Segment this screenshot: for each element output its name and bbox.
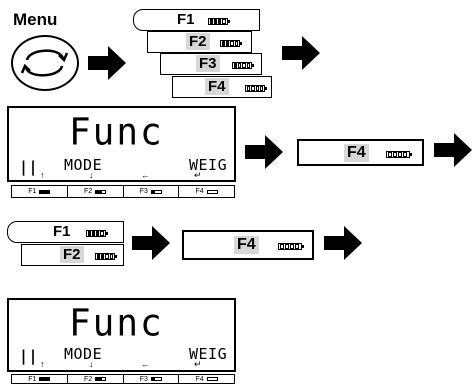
display-func-text: Func bbox=[69, 110, 164, 155]
fkey-f3[interactable]: F3 bbox=[122, 186, 179, 197]
up-arrow-icon: ↑ bbox=[40, 170, 45, 180]
function-key-strip: F1 F2 F3 F4 bbox=[11, 185, 235, 198]
down-arrow-icon: ↓ bbox=[89, 359, 94, 369]
key-f4-label: F4 bbox=[344, 144, 369, 162]
display-mode-text: MODE bbox=[64, 345, 103, 363]
left-arrow-icon: ← bbox=[141, 359, 150, 369]
battery-icon bbox=[39, 377, 51, 381]
battery-icon bbox=[208, 18, 230, 25]
fkey-f1[interactable]: F1 bbox=[12, 186, 67, 197]
up-arrow-icon: ↑ bbox=[40, 359, 45, 369]
enter-arrow-icon: ↵ bbox=[194, 359, 202, 369]
battery-icon bbox=[232, 62, 254, 69]
battery-icon bbox=[150, 377, 162, 381]
key-f1-label: F1 bbox=[177, 11, 195, 28]
key-f2[interactable]: F2 bbox=[147, 31, 252, 53]
enter-arrow-icon: ↵ bbox=[194, 170, 202, 180]
arrow-right-icon bbox=[434, 133, 472, 167]
key-f3-label: F3 bbox=[196, 55, 220, 72]
battery-icon bbox=[206, 377, 218, 381]
key-f2[interactable]: F2 bbox=[21, 244, 124, 266]
key-f4-large[interactable]: F4 bbox=[182, 230, 314, 260]
battery-icon bbox=[86, 230, 108, 237]
battery-icon bbox=[95, 377, 107, 381]
fkey-f2[interactable]: F2 bbox=[66, 186, 123, 197]
menu-button[interactable] bbox=[11, 35, 79, 91]
display-stable-mark: || bbox=[19, 347, 39, 365]
key-f1[interactable]: F1 bbox=[133, 9, 260, 31]
battery-icon bbox=[95, 253, 117, 260]
fkey-f4[interactable]: F4 bbox=[178, 186, 234, 197]
key-f4-label: F4 bbox=[234, 236, 259, 254]
arrow-right-icon bbox=[324, 226, 362, 260]
arrow-right-icon bbox=[132, 226, 170, 260]
battery-icon bbox=[386, 151, 412, 158]
key-f1[interactable]: F1 bbox=[7, 221, 124, 243]
key-f4-label: F4 bbox=[205, 78, 229, 95]
battery-icon bbox=[220, 40, 242, 47]
fkey-f2[interactable]: F2 bbox=[66, 375, 123, 383]
lcd-display: Func || MODE WEIG ↑ ↓ ← ↵ bbox=[7, 298, 236, 372]
display-stable-mark: || bbox=[19, 158, 39, 176]
lcd-display: Func || MODE WEIG ↑ ↓ ← ↵ bbox=[7, 106, 236, 182]
battery-icon bbox=[206, 189, 218, 194]
battery-icon bbox=[278, 243, 304, 250]
fkey-f4[interactable]: F4 bbox=[178, 375, 234, 383]
key-f2-label: F2 bbox=[186, 33, 210, 50]
cycle-arrows-icon bbox=[20, 49, 69, 77]
battery-icon bbox=[245, 85, 267, 92]
battery-icon bbox=[95, 189, 107, 194]
key-f4-large[interactable]: F4 bbox=[297, 139, 424, 166]
fkey-f1[interactable]: F1 bbox=[12, 375, 67, 383]
display-weig-text: WEIG bbox=[189, 345, 228, 363]
battery-icon bbox=[39, 189, 51, 194]
down-arrow-icon: ↓ bbox=[89, 170, 94, 180]
display-mode-text: MODE bbox=[64, 156, 103, 174]
key-f4[interactable]: F4 bbox=[172, 76, 272, 98]
arrow-right-icon bbox=[282, 36, 320, 70]
key-f2-label: F2 bbox=[60, 246, 84, 263]
battery-icon bbox=[150, 189, 162, 194]
fkey-f3[interactable]: F3 bbox=[122, 375, 179, 383]
key-f1-label: F1 bbox=[53, 223, 71, 240]
display-func-text: Func bbox=[69, 301, 164, 346]
arrow-right-icon bbox=[245, 135, 283, 169]
display-weig-text: WEIG bbox=[189, 156, 228, 174]
function-key-strip: F1 F2 F3 F4 bbox=[11, 374, 235, 384]
left-arrow-icon: ← bbox=[141, 170, 150, 180]
arrow-right-icon bbox=[88, 46, 126, 80]
menu-label: Menu bbox=[13, 10, 58, 29]
key-f3[interactable]: F3 bbox=[160, 53, 262, 75]
